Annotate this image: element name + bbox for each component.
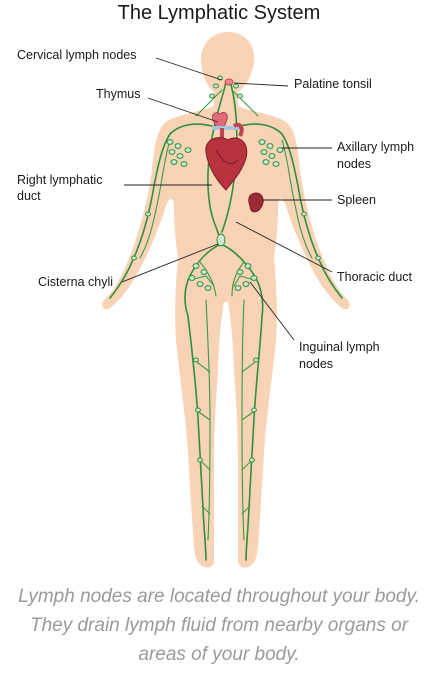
label-inguinal-line2: nodes xyxy=(299,357,333,371)
diagram-title: The Lymphatic System xyxy=(118,2,321,24)
label-right-duct-line1: Right lymphatic xyxy=(17,173,102,187)
label-right-duct-line2: duct xyxy=(17,189,41,203)
label-axillary-line2: nodes xyxy=(337,157,371,171)
leader-cervical xyxy=(155,57,223,81)
figure-caption: Lymph nodes are located throughout your … xyxy=(18,586,420,665)
label-spleen: Spleen xyxy=(337,193,376,207)
label-palatine-tonsil: Palatine tonsil xyxy=(294,77,372,91)
label-cervical-lymph-nodes: Cervical lymph nodes xyxy=(17,48,137,62)
label-axillary-line1: Axillary lymph xyxy=(337,140,414,154)
organs xyxy=(205,78,264,213)
leader-thymus xyxy=(147,97,219,123)
palatine-tonsil-icon xyxy=(224,78,234,86)
leader-lines xyxy=(121,57,333,341)
body-silhouette xyxy=(102,32,350,568)
label-cisterna-chyli: Cisterna chyli xyxy=(38,275,113,289)
label-thoracic-duct: Thoracic duct xyxy=(337,270,413,284)
leader-palatine xyxy=(233,82,289,87)
labels: Cervical lymph nodes Palatine tonsil Thy… xyxy=(17,48,414,371)
label-inguinal-line1: Inguinal lymph xyxy=(299,340,380,354)
lymph-nodes xyxy=(131,75,321,463)
leader-inguinal xyxy=(249,281,295,341)
label-thymus: Thymus xyxy=(96,87,140,101)
spleen-icon xyxy=(248,192,264,213)
leader-thoracic xyxy=(235,221,333,273)
leader-cisterna xyxy=(121,243,219,283)
